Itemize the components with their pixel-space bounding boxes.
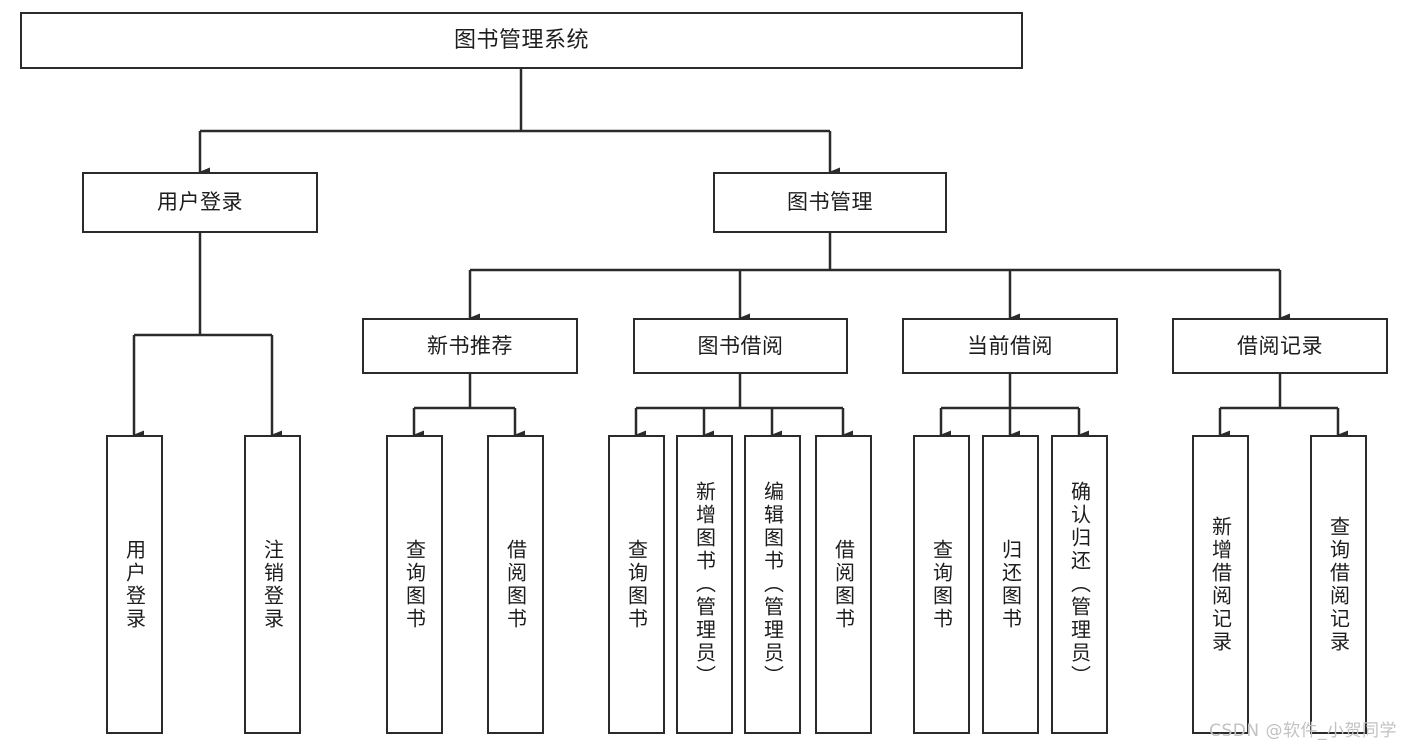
leaf-query-borrow-record[interactable]: 查询借阅记录 (1310, 435, 1367, 734)
leaf-borrow-book-2[interactable]: 借阅图书 (815, 435, 872, 734)
leaf-borrow-book-1[interactable]: 借阅图书 (487, 435, 544, 734)
leaf-edit-book-admin[interactable]: 编辑图书（管理员） (744, 435, 801, 734)
leaf-user-login[interactable]: 用户登录 (106, 435, 163, 734)
leaf-query-book-1[interactable]: 查询图书 (386, 435, 443, 734)
node-new-book-recommendation[interactable]: 新书推荐 (362, 318, 578, 374)
leaf-return-book[interactable]: 归还图书 (982, 435, 1039, 734)
node-current-borrow-label: 当前借阅 (967, 333, 1053, 358)
leaf-query-book-3-label: 查询图书 (929, 538, 954, 631)
leaf-edit-book-admin-label: 编辑图书（管理员） (760, 481, 785, 688)
leaf-query-borrow-record-label: 查询借阅记录 (1326, 515, 1351, 654)
leaf-return-book-label: 归还图书 (998, 538, 1023, 631)
node-new-book-recommendation-label: 新书推荐 (427, 333, 513, 358)
leaf-query-book-2-label: 查询图书 (624, 538, 649, 631)
leaf-confirm-return-admin[interactable]: 确认归还（管理员） (1051, 435, 1108, 734)
node-borrow-record-label: 借阅记录 (1237, 333, 1323, 358)
leaf-query-book-3[interactable]: 查询图书 (913, 435, 970, 734)
leaf-borrow-book-2-label: 借阅图书 (831, 538, 856, 631)
leaf-add-borrow-record-label: 新增借阅记录 (1208, 515, 1233, 654)
csdn-watermark: CSDN @软件_小贺同学 (1209, 721, 1397, 741)
leaf-user-login-label: 用户登录 (122, 538, 147, 631)
node-book-borrow[interactable]: 图书借阅 (633, 318, 848, 374)
leaf-query-book-2[interactable]: 查询图书 (608, 435, 665, 734)
node-root-label: 图书管理系统 (453, 27, 589, 53)
leaf-add-book-admin[interactable]: 新增图书（管理员） (676, 435, 733, 734)
node-root-system[interactable]: 图书管理系统 (20, 12, 1023, 69)
node-user-login-label: 用户登录 (157, 190, 243, 215)
node-book-management-label: 图书管理 (787, 190, 873, 215)
leaf-borrow-book-1-label: 借阅图书 (503, 538, 528, 631)
leaf-user-logout[interactable]: 注销登录 (244, 435, 301, 734)
node-user-login[interactable]: 用户登录 (82, 172, 318, 233)
leaf-add-borrow-record[interactable]: 新增借阅记录 (1192, 435, 1249, 734)
node-current-borrow[interactable]: 当前借阅 (902, 318, 1118, 374)
node-borrow-record[interactable]: 借阅记录 (1172, 318, 1388, 374)
node-book-management[interactable]: 图书管理 (713, 172, 947, 233)
node-book-borrow-label: 图书借阅 (697, 333, 784, 358)
leaf-query-book-1-label: 查询图书 (402, 538, 427, 631)
leaf-confirm-return-admin-label: 确认归还（管理员） (1067, 481, 1092, 688)
leaf-add-book-admin-label: 新增图书（管理员） (692, 481, 717, 688)
leaf-user-logout-label: 注销登录 (260, 538, 285, 631)
